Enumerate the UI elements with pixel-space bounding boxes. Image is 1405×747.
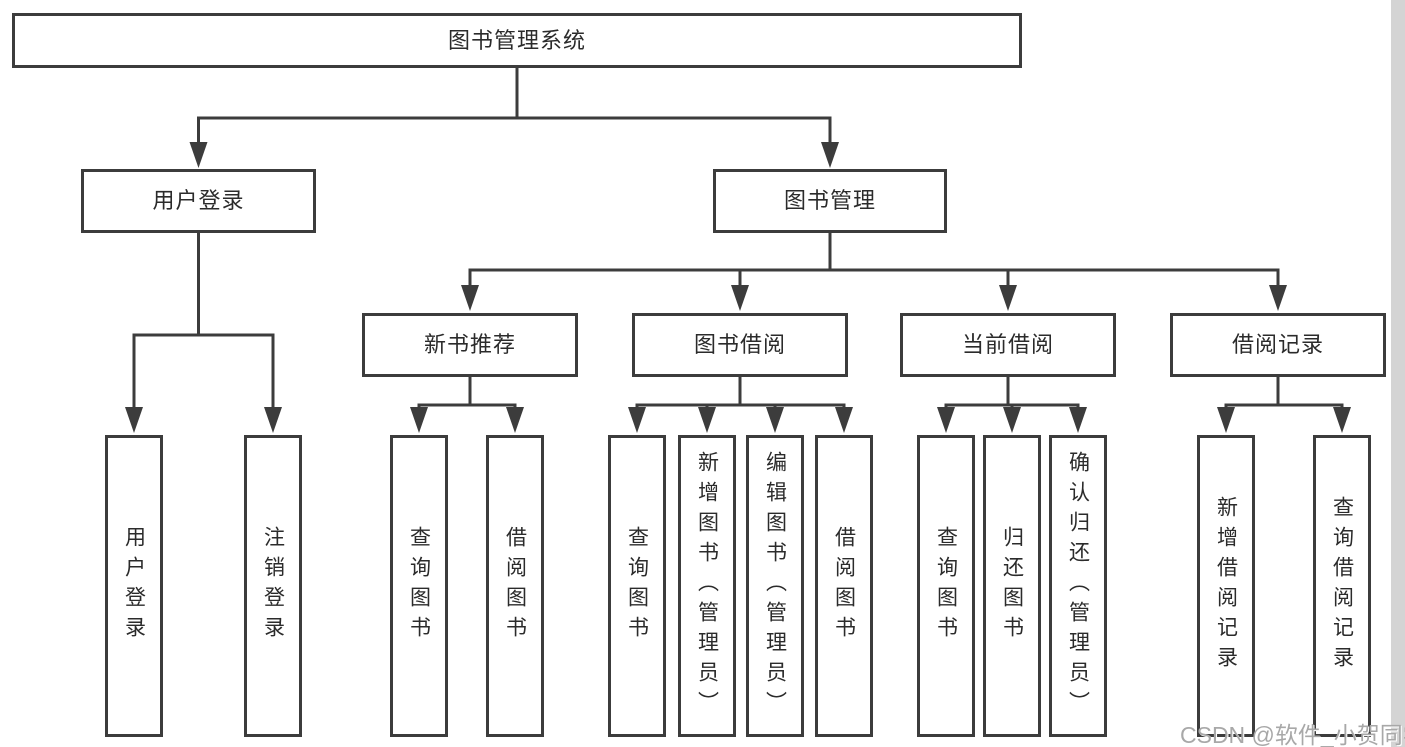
node-label: 图书借阅 [693,332,786,357]
arrow-down-icon [731,285,749,311]
arrow-down-icon [264,407,282,433]
node-book-borrowing: 图书借阅 [632,313,848,377]
arrow-down-icon [1217,407,1235,433]
connector-line [468,233,1280,287]
node-label: 图书管理系统 [447,27,586,53]
leaf-label: 新增图书（管理员） [695,451,719,721]
connector-line [635,377,846,409]
node-new-book-recommendation: 新书推荐 [362,313,578,377]
leaf-label: 归还图书 [1000,526,1024,646]
leaf-label: 查询图书 [934,526,958,646]
arrow-down-icon [999,285,1017,311]
leaf-borrow-books: 借阅图书 [815,435,873,737]
arrow-down-icon [1003,407,1021,433]
connector-records-children [1224,377,1344,409]
node-label: 用户登录 [152,188,245,213]
leaf-label: 借阅图书 [503,526,527,646]
leaf-borrow-books-recommend: 借阅图书 [486,435,544,737]
node-current-borrowing: 当前借阅 [900,313,1116,377]
right-edge-strip [1391,0,1405,747]
node-label: 图书管理 [783,188,876,213]
arrow-down-icon [698,407,716,433]
arrow-down-icon [125,407,143,433]
connector-line [417,377,517,409]
leaf-label: 确认归还（管理员） [1066,451,1090,721]
arrow-down-icon [410,407,428,433]
leaf-label: 查询图书 [625,526,649,646]
leaf-label: 用户登录 [122,526,146,646]
leaf-confirm-return-admin: 确认归还（管理员） [1049,435,1107,737]
leaf-edit-book-admin: 编辑图书（管理员） [746,435,804,737]
arrow-down-icon [1333,407,1351,433]
arrow-down-icon [766,407,784,433]
leaf-label: 借阅图书 [832,526,856,646]
arrow-down-icon [189,142,208,168]
leaf-label: 新增借阅记录 [1214,496,1238,676]
arrow-down-icon [1269,285,1287,311]
connector-new-book-children [417,377,517,409]
leaf-user-login: 用户登录 [105,435,163,737]
arrow-down-icon [835,407,853,433]
connector-root-to-level2 [197,68,832,145]
leaf-label: 注销登录 [261,526,285,646]
leaf-add-borrow-record: 新增借阅记录 [1197,435,1255,737]
arrow-down-icon [821,142,839,168]
leaf-add-book-admin: 新增图书（管理员） [678,435,736,737]
connector-line [132,233,275,409]
leaf-query-books-current: 查询图书 [917,435,975,737]
leaf-label: 编辑图书（管理员） [763,451,787,721]
leaf-logout: 注销登录 [244,435,302,737]
node-user-login: 用户登录 [81,169,316,233]
leaf-query-borrow-record: 查询借阅记录 [1313,435,1371,737]
leaf-query-books-recommend: 查询图书 [390,435,448,737]
node-library-management-system: 图书管理系统 [12,13,1022,68]
arrow-down-icon [461,285,479,311]
arrow-down-icon [628,407,646,433]
arrow-down-icon [937,407,955,433]
connector-book-management-children [468,233,1280,287]
leaf-label: 查询图书 [407,526,431,646]
node-book-management: 图书管理 [713,169,947,233]
connector-line [197,68,832,145]
node-label: 借阅记录 [1231,332,1324,357]
connector-book-borrowing-children [635,377,846,409]
connector-line [1224,377,1344,409]
node-label: 当前借阅 [961,332,1054,357]
connector-current-borrowing-children [944,377,1080,409]
leaf-label: 查询借阅记录 [1330,496,1354,676]
leaf-return-books: 归还图书 [983,435,1041,737]
leaf-query-books-borrowing: 查询图书 [608,435,666,737]
connector-user-login-children [132,233,275,409]
node-borrowing-records: 借阅记录 [1170,313,1386,377]
arrow-down-icon [1069,407,1087,433]
connector-line [944,377,1080,409]
node-label: 新书推荐 [423,332,516,357]
watermark: CSDN @软件_小贺同学 [1180,722,1405,747]
arrow-down-icon [506,407,524,433]
